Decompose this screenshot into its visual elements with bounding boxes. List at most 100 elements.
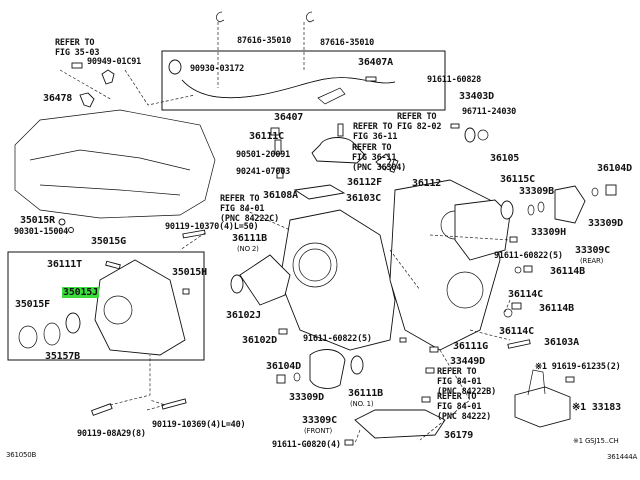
- part-label-90119-10370[interactable]: 90119-10370(4)L=50): [165, 222, 259, 232]
- part-label-36179[interactable]: 36179: [444, 430, 474, 441]
- part-label-36111b-no2[interactable]: 36111B: [232, 233, 267, 244]
- gasket-36108a: [293, 184, 346, 200]
- part-label-87616-35010-b[interactable]: 87616-35010: [320, 38, 375, 48]
- actuator-33183: [514, 386, 571, 428]
- part-label-36407a[interactable]: 36407A: [358, 57, 393, 68]
- leader-lines: [179, 209, 511, 444]
- part-label-35015j-highlighted[interactable]: 35015J: [62, 287, 99, 298]
- part-label-36103a[interactable]: 36103A: [544, 337, 579, 348]
- o-ring-96711: [477, 129, 489, 141]
- part-label-36104d-rear[interactable]: 36104D: [597, 163, 632, 174]
- part-label-33309h[interactable]: 33309H: [531, 227, 566, 238]
- front-housing-bore: [292, 242, 338, 288]
- part-label-91611-g0820[interactable]: 91611-G0820(4): [272, 440, 341, 450]
- part-label-36115c[interactable]: 36115C: [500, 174, 535, 185]
- extension-housing-bore: [103, 295, 133, 325]
- part-label-90501-20091[interactable]: 90501-20091: [236, 150, 291, 160]
- plug-90241: [276, 167, 284, 179]
- part-label-91611-60822-b[interactable]: 91611-60822(5): [303, 334, 372, 344]
- part-label-36111t[interactable]: 36111T: [47, 259, 82, 270]
- part-label-36103c[interactable]: 36103C: [346, 193, 381, 204]
- part-label-36108a[interactable]: 36108A: [263, 190, 298, 201]
- fitting-84222b: [425, 367, 435, 374]
- part-label-35015g[interactable]: 35015G: [91, 236, 126, 247]
- part-label-35015h[interactable]: 35015H: [172, 267, 207, 278]
- extension-housing-35015g: [94, 259, 186, 356]
- part-label-36112f[interactable]: 36112F: [347, 177, 382, 188]
- plug-36114b-b: [511, 302, 522, 310]
- part-label-36104d-front[interactable]: 36104D: [266, 361, 301, 372]
- part-label-90241-07003[interactable]: 90241-07003: [236, 167, 291, 177]
- gasket-90301: [68, 227, 74, 233]
- part-label-33449d[interactable]: 33449D: [450, 356, 485, 367]
- part-label-87616-35010-a[interactable]: 87616-35010: [237, 36, 292, 46]
- ref-label-fig-84-01-a[interactable]: REFER TO FIG 84-01 (PNC 84222C): [220, 194, 280, 224]
- transmission-detail: [29, 149, 191, 196]
- part-label-36114b-a[interactable]: 36114B: [550, 266, 585, 277]
- plug-35015r: [58, 218, 66, 226]
- part-label-90930-03172[interactable]: 90930-03172: [190, 64, 245, 74]
- ref-label-fig-84-01-c[interactable]: REFER TO FIG 84-01 (PNC 84222): [437, 392, 492, 422]
- plug-35015h: [182, 288, 190, 295]
- footnote-applicability: ※1 GSJ15..CH: [573, 437, 619, 445]
- part-label-91611-60828[interactable]: 91611-60828: [427, 75, 482, 85]
- transmission-outline: [14, 109, 216, 219]
- part-label-90301-15004[interactable]: 90301-15004: [14, 227, 69, 237]
- part-label-33309d-rear[interactable]: 33309D: [588, 218, 623, 229]
- ref-label-fig-36-11-a[interactable]: REFER TO FIG 36-11: [353, 122, 398, 142]
- bottom-bolt-leaders: [109, 355, 167, 411]
- part-label-36114c-b[interactable]: 36114C: [499, 326, 534, 337]
- part-label-36111g[interactable]: 36111G: [453, 341, 488, 352]
- illustration-code-right: 361444A: [607, 453, 638, 461]
- part-label-36105[interactable]: 36105: [490, 153, 520, 164]
- breather-hose-inner: [181, 77, 396, 99]
- part-label-36114b-b[interactable]: 36114B: [539, 303, 574, 314]
- cover-36304: [311, 137, 366, 164]
- seal-36111b-no1: [350, 355, 364, 375]
- part-label-91619-61235[interactable]: ※1 91619-61235(2): [535, 362, 621, 372]
- ref-label-fig-35-03[interactable]: REFER TO FIG 35-03: [55, 38, 100, 58]
- bracket-ref-82-02: [375, 153, 392, 171]
- part-label-33183[interactable]: ※1 33183: [572, 402, 621, 413]
- part-label-90119-08a29[interactable]: 90119-08A29(8): [77, 429, 146, 439]
- part-label-33309d-front[interactable]: 33309D: [289, 392, 324, 403]
- illustration-code-left: 361050B: [6, 451, 37, 459]
- washer-33309d-rear: [591, 187, 599, 197]
- part-label-36111c[interactable]: 36111C: [249, 131, 284, 142]
- plug-36114b-a: [523, 265, 533, 273]
- bolt-36111c: [270, 127, 280, 136]
- bolt-ref-36-11: [337, 123, 344, 137]
- part-label-36114c-a[interactable]: 36114C: [508, 289, 543, 300]
- clip-36407a: [365, 76, 377, 82]
- part-label-33403d[interactable]: 33403D: [459, 91, 494, 102]
- pin-36111t: [105, 260, 121, 270]
- part-label-35015f[interactable]: 35015F: [15, 299, 50, 310]
- washer-33309b: [527, 204, 535, 216]
- part-label-91611-60822-a[interactable]: 91611-60822(5): [494, 251, 563, 261]
- part-label-33309c-front[interactable]: 33309C: [302, 415, 337, 426]
- part-label-36111b-no1[interactable]: 36111B: [348, 388, 383, 399]
- dust-deflector-35157b: [43, 322, 61, 346]
- ref-label-fig-36-11-b[interactable]: REFER TO FIG 36-11 (PNC 36304): [352, 143, 407, 173]
- part-label-36102d[interactable]: 36102D: [242, 335, 277, 346]
- ref-label-fig-84-01-b[interactable]: REFER TO FIG 84-01 (PNC 84222B): [437, 367, 497, 397]
- ref-label-fig-82-02[interactable]: REFER TO FIG 82-02: [397, 112, 442, 132]
- part-label-90949-01c91[interactable]: 90949-01C91: [87, 57, 142, 67]
- part-note-no2: (NO 2): [237, 245, 259, 253]
- part-label-36112[interactable]: 36112: [412, 178, 442, 189]
- extension-housing-group-frame: [7, 251, 205, 361]
- plug-36111g: [399, 337, 407, 343]
- part-label-36478[interactable]: 36478: [43, 93, 73, 104]
- part-label-36407[interactable]: 36407: [274, 112, 304, 123]
- plug-33449d: [429, 346, 439, 353]
- part-label-33309b[interactable]: 33309B: [519, 186, 554, 197]
- part-label-96711-24030[interactable]: 96711-24030: [462, 107, 517, 117]
- part-label-33309c-rear[interactable]: 33309C: [575, 245, 610, 256]
- spring-90501: [274, 139, 282, 155]
- front-flange-33309c: [309, 349, 346, 389]
- part-label-36102j[interactable]: 36102J: [226, 310, 261, 321]
- part-label-35015r[interactable]: 35015R: [20, 215, 55, 226]
- part-label-90119-10369[interactable]: 90119-10369(4)L=40): [152, 420, 246, 430]
- part-label-35157b[interactable]: 35157B: [45, 351, 80, 362]
